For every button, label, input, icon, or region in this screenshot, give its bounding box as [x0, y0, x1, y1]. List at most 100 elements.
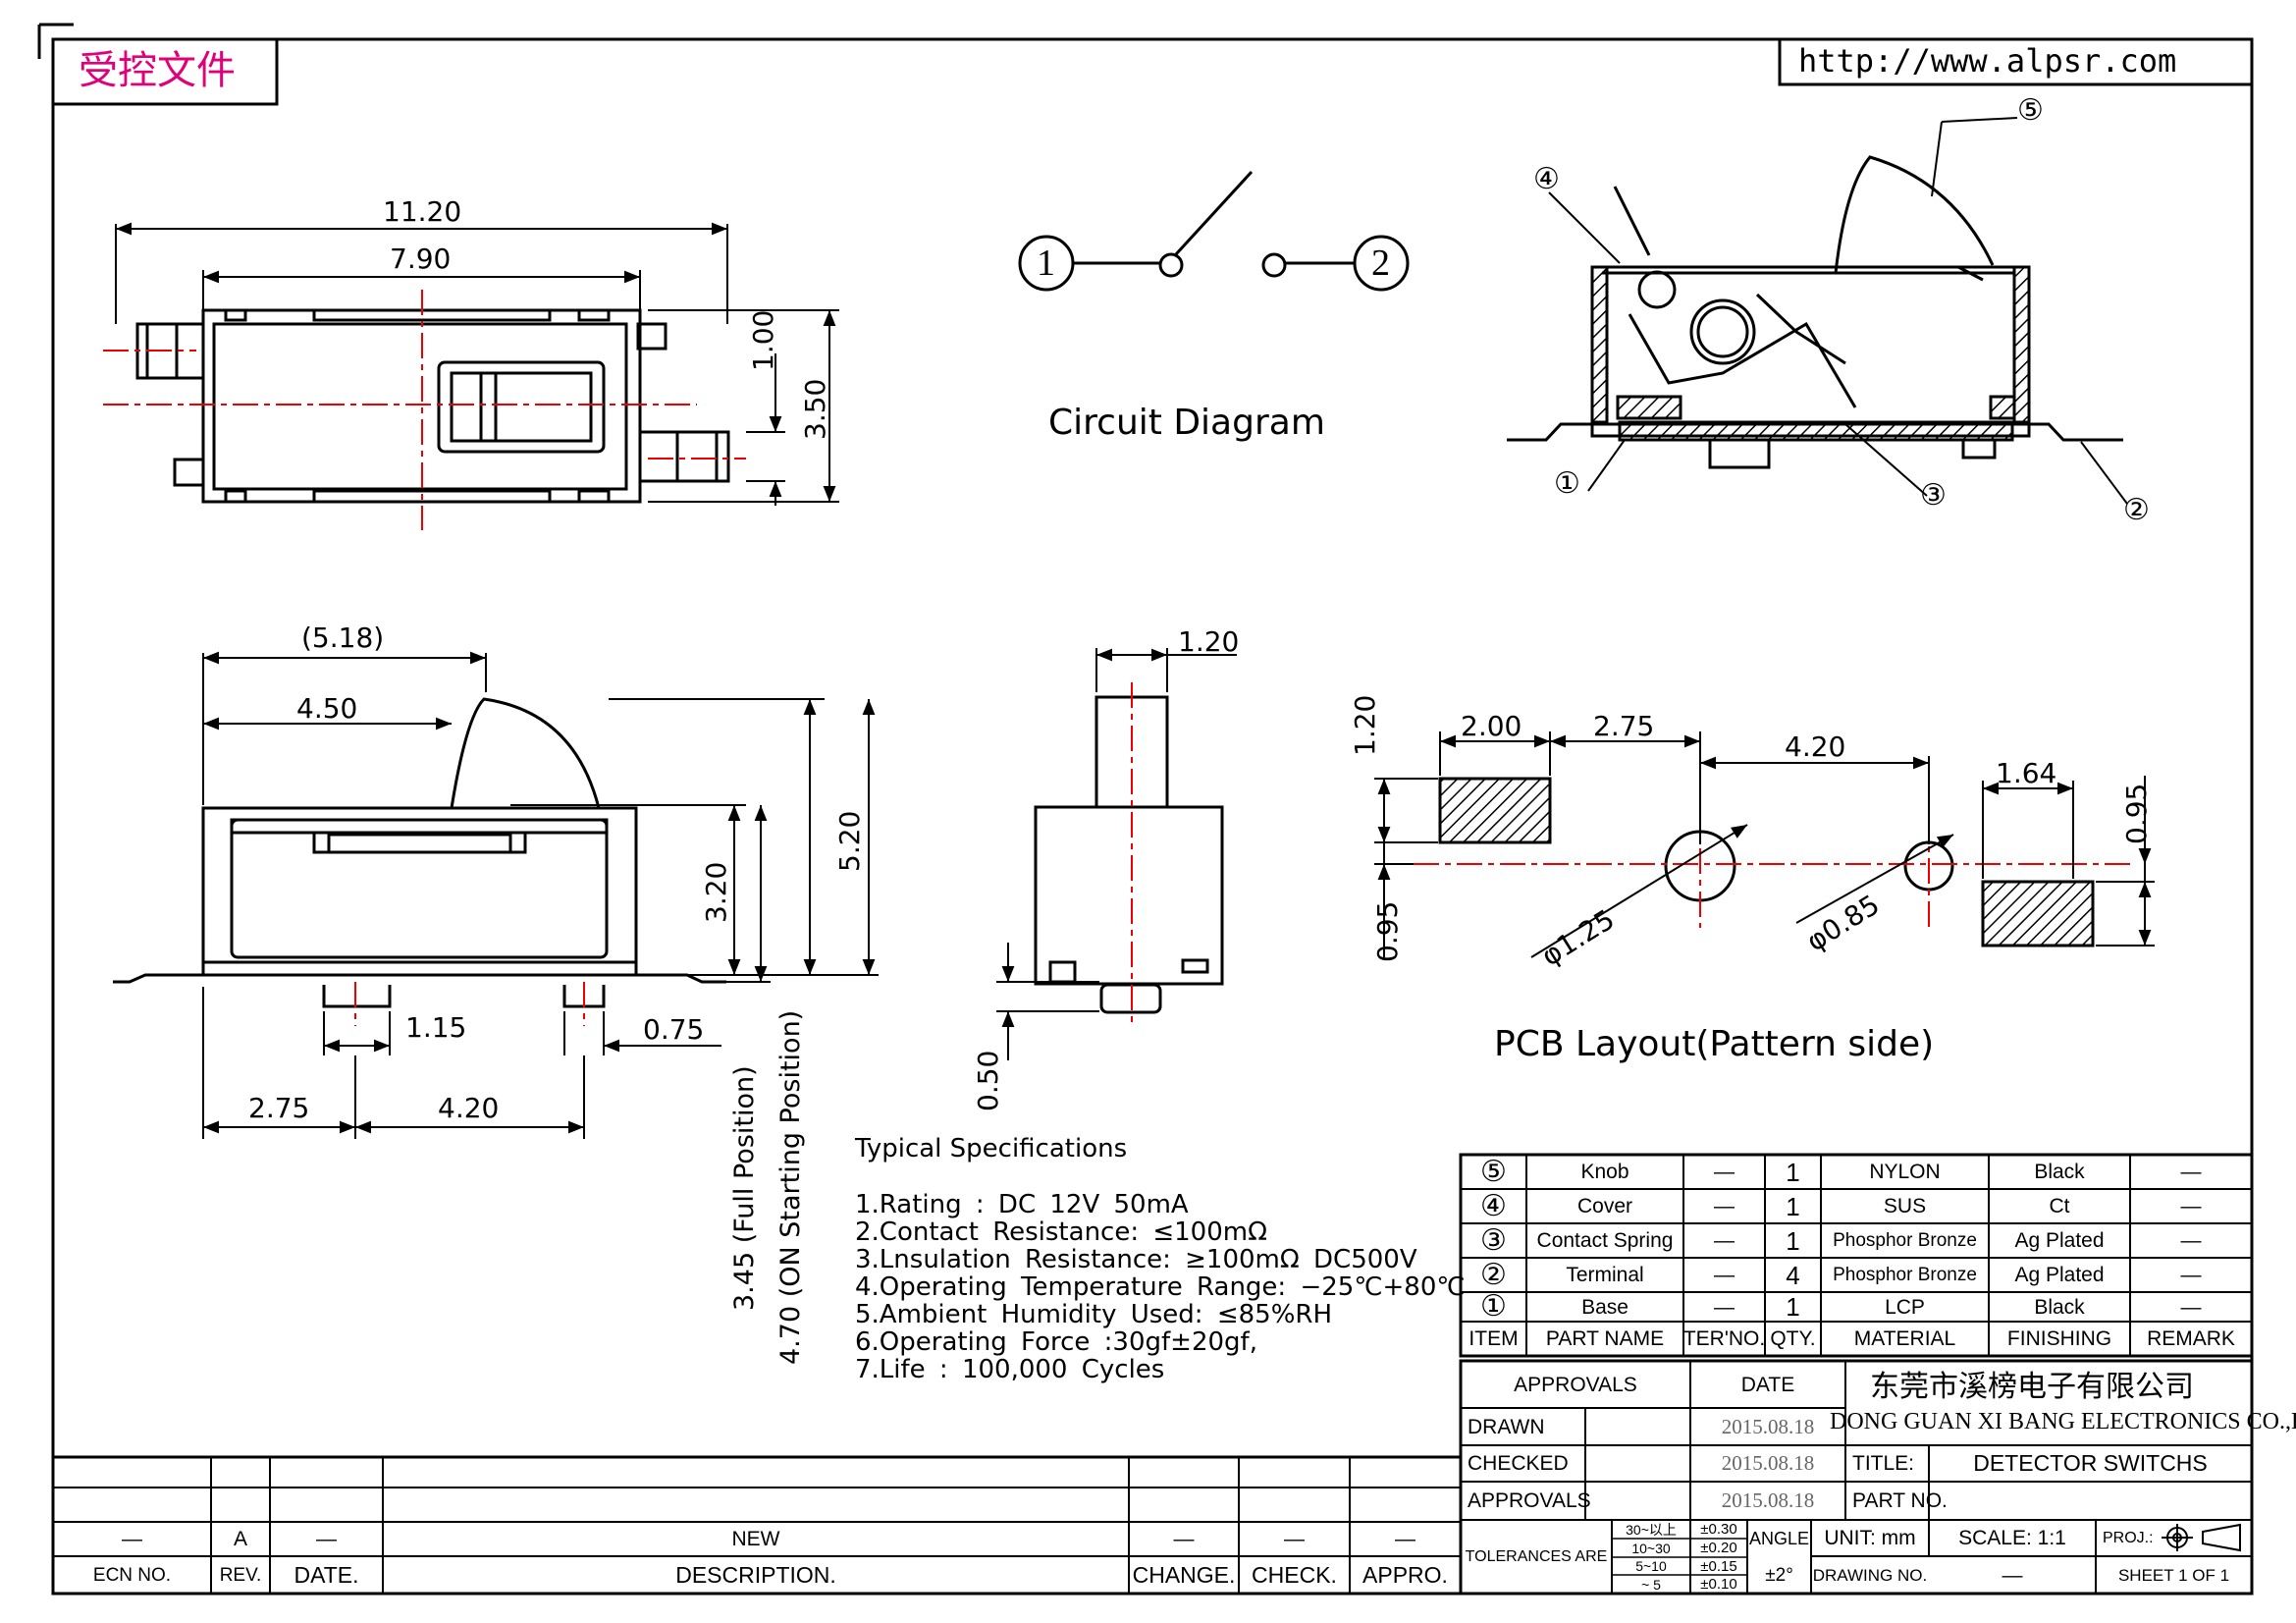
bom-finishing: Ct [2049, 1195, 2070, 1217]
spec-item: 6.Operating Force :30gf±20gf, [855, 1327, 1257, 1357]
revision-table-grid [51, 1455, 1463, 1596]
spec-item: 7.Life : 100,000 Cycles [855, 1355, 1165, 1384]
dim-overall-length: 11.20 [383, 195, 462, 228]
bom-item: ② [1480, 1258, 1507, 1291]
bom-remark: — [2180, 1229, 2202, 1252]
company-name-cn: 东莞市溪榜电子有限公司 [1870, 1371, 2194, 1403]
dim-total-height: 5.20 [833, 810, 866, 872]
company-name-en: DONG GUAN XI BANG ELECTRONICS CO.,LTD. [1830, 1409, 2296, 1434]
rev-check-dash: — [1284, 1528, 1305, 1550]
bom-material: LCP [1885, 1295, 1925, 1319]
angle-value: ±2° [1765, 1564, 1793, 1586]
callout-contact-spring: ③ [1920, 478, 1947, 513]
circuit-terminal-1-label: 1 [1037, 243, 1055, 284]
bom-item: ④ [1480, 1189, 1507, 1222]
top-view [135, 308, 730, 504]
circuit-diagram [1018, 170, 1410, 292]
bom-header-ter-no: TER'NO. [1682, 1327, 1766, 1350]
bom-header-part-name: PART NAME [1545, 1327, 1665, 1350]
change-header: CHANGE. [1132, 1561, 1236, 1588]
dim-knob-width: 1.20 [1178, 625, 1240, 658]
pcb-layout [1438, 777, 2095, 947]
dim-body-height: 3.20 [700, 861, 732, 923]
spec-item: 2.Contact Resistance: ≤100mΩ [855, 1217, 1267, 1247]
bom-remark: — [2180, 1295, 2202, 1319]
circuit-diagram-title: Circuit Diagram [1048, 403, 1325, 443]
approvals-label: APPROVALS [1468, 1489, 1591, 1512]
rev-appro-dash: — [1395, 1528, 1415, 1550]
tolerances-label: TOLERANCES ARE [1465, 1547, 1608, 1565]
tol-range: 30~以上 [1626, 1521, 1677, 1538]
bom-header-remark: REMARK [2147, 1327, 2235, 1350]
approvals-date: 2015.08.18 [1721, 1488, 1815, 1512]
date-header: DATE [1740, 1373, 1795, 1396]
bom-finishing: Black [2034, 1295, 2085, 1319]
tol-range: 10~30 [1631, 1540, 1671, 1556]
circuit-terminal-2-label: 2 [1371, 243, 1390, 284]
bom-remark: — [2180, 1264, 2202, 1286]
description-header: DESCRIPTION. [675, 1561, 836, 1588]
tol-value: ±0.10 [1700, 1576, 1737, 1593]
dim-full-position: 3.45 (Full Position) [729, 1065, 760, 1311]
bom-qty: 1 [1786, 1157, 1800, 1187]
tol-range: ~ 5 [1641, 1576, 1661, 1593]
bom-part-name: Terminal [1566, 1264, 1644, 1286]
projection-symbol [2162, 1523, 2241, 1552]
bom-qty: 1 [1786, 1292, 1800, 1322]
rev-header: REV. [219, 1564, 262, 1586]
bom-material: SUS [1883, 1195, 1927, 1217]
angle-label: ANGLE [1748, 1528, 1810, 1548]
dim-post-position: 2.75 [248, 1092, 310, 1124]
checked-label: CHECKED [1468, 1452, 1569, 1475]
drawing-no-value: — [2002, 1563, 2023, 1587]
bom-finishing: Ag Plated [2014, 1229, 2105, 1252]
tol-value: ±0.30 [1700, 1521, 1737, 1538]
callout-knob: ⑤ [2017, 93, 2044, 128]
bom-part-name: Knob [1580, 1161, 1629, 1183]
side-view-dimensions [996, 648, 1237, 1060]
scale-label: SCALE: 1:1 [1958, 1527, 2066, 1549]
bom-header-material: MATERIAL [1853, 1327, 1956, 1350]
bom-ter-no: — [1714, 1295, 1735, 1319]
bom-material: Phosphor Bronze [1833, 1265, 1977, 1285]
rev-value: A [233, 1528, 247, 1550]
appro-header: APPRO. [1362, 1561, 1448, 1588]
rev-description-value: NEW [731, 1528, 780, 1550]
date-rev-header: DATE. [294, 1561, 359, 1588]
bom-part-name: Cover [1576, 1195, 1633, 1217]
bom-finishing: Black [2034, 1161, 2085, 1183]
tol-value: ±0.15 [1700, 1557, 1737, 1575]
bom-material: Phosphor Bronze [1833, 1230, 1977, 1251]
spec-item: 3.Lnsulation Resistance: ≥100mΩ DC500V [855, 1245, 1417, 1274]
side-view [1034, 695, 1224, 1014]
tol-value: ±0.20 [1700, 1540, 1737, 1556]
bom-table-grid [1459, 1153, 2254, 1358]
bom-ter-no: — [1714, 1264, 1735, 1286]
bom-header-item: ITEM [1468, 1327, 1519, 1350]
rev-ecn-dash: — [122, 1528, 142, 1550]
front-view-dimensions [202, 651, 879, 1139]
bom-item: ③ [1480, 1223, 1507, 1257]
pcb-layout-title: PCB Layout(Pattern side) [1494, 1024, 1935, 1064]
pcb-dimensions [1374, 731, 2155, 958]
ecn-no-header: ECN NO. [92, 1564, 172, 1586]
bom-ter-no: — [1714, 1161, 1735, 1183]
callout-terminal: ② [2123, 493, 2150, 527]
bom-header-qty: QTY. [1770, 1327, 1816, 1350]
bom-ter-no: — [1714, 1229, 1735, 1252]
dim-post-width: 1.15 [405, 1011, 467, 1044]
sheet-label: SHEET 1 OF 1 [2117, 1565, 2230, 1585]
part-no-label: PART NO. [1852, 1489, 1948, 1512]
dim-hole-to-pad: 1.64 [1996, 757, 2057, 789]
spec-item: 5.Ambient Humidity Used: ≤85%RH [855, 1300, 1333, 1329]
bom-item: ⑤ [1480, 1155, 1507, 1188]
top-view-centerlines [103, 290, 746, 530]
drawing-no-label: DRAWING NO. [1812, 1565, 1928, 1585]
spec-item: 1.Rating : DC 12V 50mA [855, 1190, 1189, 1219]
bom-qty: 1 [1786, 1191, 1800, 1221]
bom-material: NYLON [1869, 1161, 1941, 1183]
dim-knob-reference: (5.18) [301, 622, 385, 654]
dim-pad-height: 1.20 [1349, 694, 1381, 756]
dim-body-length: 7.90 [390, 243, 452, 275]
